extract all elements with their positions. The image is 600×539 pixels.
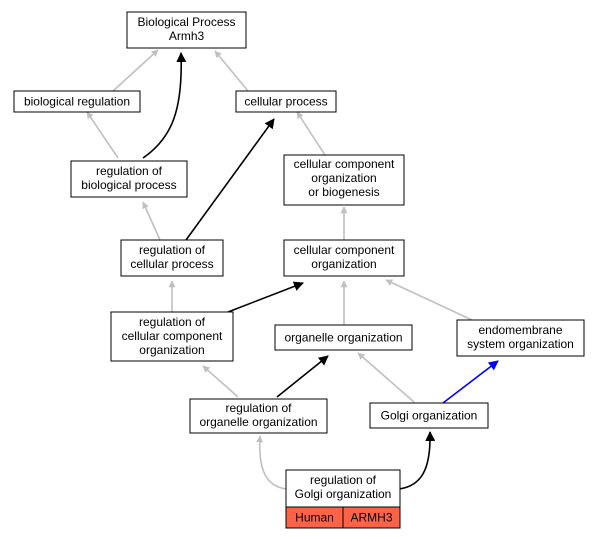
node-label-line: endomembrane <box>478 323 562 337</box>
tag-species: Human <box>285 506 344 529</box>
node-label-line: system organization <box>467 337 574 351</box>
node-label-line: Biological Process <box>137 15 235 29</box>
edge-endomembrane-is-a-cco <box>385 279 473 321</box>
edge-regulation-of-biological-process-regulates-root <box>142 52 187 159</box>
edge-regulation-of-cellular-process-is-a-regulation-of-biological-process <box>142 201 161 241</box>
node-label-line: Armh3 <box>169 29 205 43</box>
node-label-line: regulation of <box>139 243 206 257</box>
edges-layer <box>86 49 499 490</box>
node-label-line: regulation of <box>139 315 206 329</box>
node-label-line: organization <box>311 171 376 185</box>
edge-ccob-is-a-cellular-process <box>296 111 326 156</box>
edge-golgi-organization-part-of-endomembrane <box>442 360 499 404</box>
node-label-line: regulation of <box>225 401 292 415</box>
node-label-line: cellular process <box>130 257 213 271</box>
node-label-line: organelle organization <box>284 331 402 345</box>
edge-regulation-of-golgi-is-a-regulation-of-organelle-organization <box>256 435 287 490</box>
node-cellular-process[interactable]: cellular process <box>235 90 337 113</box>
nodes-layer: Biological Process Armh3 biological regu… <box>13 11 585 529</box>
node-label-line: Golgi organization <box>381 409 478 423</box>
node-label-line: cellular component <box>294 243 395 257</box>
edge-regulation-of-biological-process-is-a-biological-regulation <box>86 111 119 159</box>
edge-golgi-organization-is-a-organelle-organization <box>357 352 415 403</box>
tag-gene-label: ARMH3 <box>350 511 392 525</box>
node-cellular-component-organization-or-biogenesis[interactable]: cellular component organization or bioge… <box>283 154 405 206</box>
edge-cellular-process-is-a-root <box>214 50 249 92</box>
node-regulation-of-cellular-component-organization[interactable]: regulation of cellular component organiz… <box>110 311 234 362</box>
node-label-line: organelle organization <box>199 415 317 429</box>
node-label-line: biological process <box>81 178 176 192</box>
node-label-line: organization <box>311 257 376 271</box>
node-label-line: biological regulation <box>24 95 130 109</box>
edge-regulation-of-golgi-regulates-golgi-organization <box>398 431 436 490</box>
edge-regulation-of-organelle-organization-regulates-organelle-organization <box>276 355 329 398</box>
node-golgi-organization[interactable]: Golgi organization <box>369 402 489 429</box>
node-label-line: organization <box>139 343 204 357</box>
node-label-line: Golgi organization <box>295 487 392 501</box>
node-label-line: regulation of <box>96 164 163 178</box>
node-label-line: regulation of <box>310 473 377 487</box>
node-regulation-of-organelle-organization[interactable]: regulation of organelle organization <box>189 398 328 434</box>
node-label-line: cellular component <box>294 157 395 171</box>
tag-species-label: Human <box>295 511 334 525</box>
node-label-line: cellular process <box>244 95 327 109</box>
node-cellular-component-organization[interactable]: cellular component organization <box>283 239 405 277</box>
edge-regulation-of-cco-regulates-cco <box>227 281 304 313</box>
node-label-line: or biogenesis <box>308 185 379 199</box>
node-biological-process-root[interactable]: Biological Process Armh3 <box>126 11 247 49</box>
node-biological-regulation[interactable]: biological regulation <box>13 90 141 113</box>
node-label-line: cellular component <box>122 329 223 343</box>
node-regulation-of-cellular-process[interactable]: regulation of cellular process <box>120 239 224 277</box>
node-regulation-of-biological-process[interactable]: regulation of biological process <box>70 160 188 198</box>
tag-gene: ARMH3 <box>342 506 401 529</box>
edge-regulation-of-cellular-process-regulates-cellular-process <box>185 118 275 241</box>
node-endomembrane-system-organization[interactable]: endomembrane system organization <box>456 319 585 357</box>
node-organelle-organization[interactable]: organelle organization <box>274 324 413 351</box>
edge-regulation-of-organelle-organization-is-a-regulation-of-cco <box>202 365 239 398</box>
edge-biological-regulation-is-a-root <box>112 49 159 92</box>
